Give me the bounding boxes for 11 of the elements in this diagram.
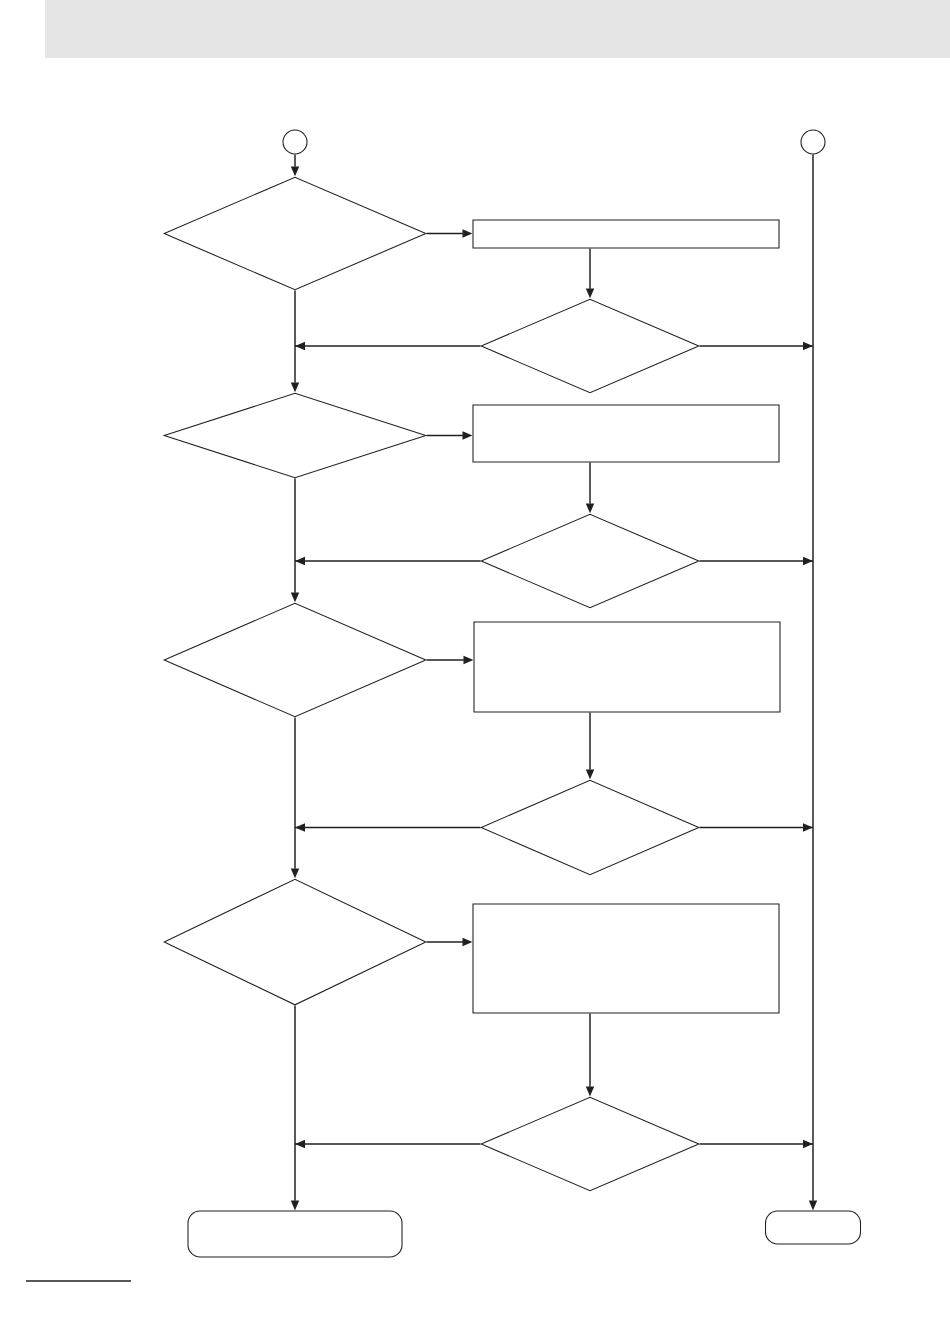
process-box [472,903,780,1014]
terminal-box [764,1210,862,1245]
connector-circle [800,129,826,155]
connector-circle [282,129,308,155]
arrow [698,823,814,832]
process-box [472,219,780,249]
process-box [472,404,780,463]
decision-diamond [163,878,427,1006]
terminal-box [187,1210,403,1258]
process-box [473,621,781,713]
arrow [294,823,482,832]
